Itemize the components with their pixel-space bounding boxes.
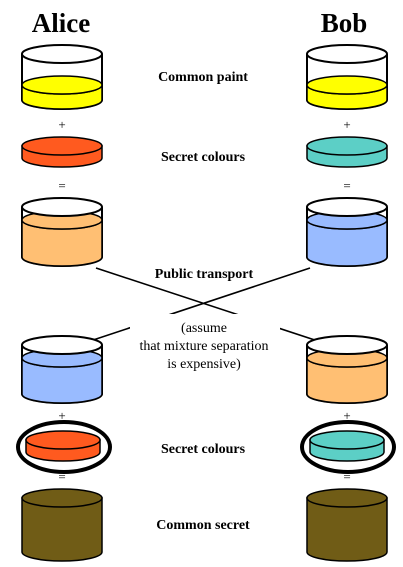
public-transport-label-background bbox=[148, 262, 260, 282]
alice-common-secret-cylinder bbox=[21, 488, 103, 562]
alice-title: Alice bbox=[32, 8, 90, 38]
note-line-2: that mixture separation bbox=[139, 339, 268, 354]
bob-equals-sign-bottom: = bbox=[343, 469, 350, 484]
alice-plus-sign-bottom: + bbox=[58, 408, 65, 423]
bob-secret-colour-disc bbox=[306, 136, 388, 168]
bob-received-mixture-beaker bbox=[306, 335, 388, 404]
bob-title: Bob bbox=[321, 8, 368, 38]
secret-colours-label-top: Secret colours bbox=[161, 150, 246, 165]
common-secret-label: Common secret bbox=[156, 518, 250, 533]
alice-plus-sign-top: + bbox=[58, 117, 65, 132]
alice-secret-colour-disc-circled bbox=[16, 420, 112, 474]
alice-equals-sign-bottom: = bbox=[58, 469, 65, 484]
alice-equals-sign: = bbox=[58, 178, 65, 193]
bob-secret-colour-disc-circled bbox=[300, 420, 396, 474]
alice-mixture-beaker bbox=[21, 197, 103, 267]
arrow-bob-to-alice bbox=[74, 267, 311, 347]
bob-plus-sign-top: + bbox=[343, 117, 350, 132]
bob-mixture-beaker bbox=[306, 197, 388, 267]
bob-common-paint-beaker bbox=[306, 44, 388, 110]
bob-equals-sign: = bbox=[343, 178, 350, 193]
arrow-alice-to-bob bbox=[95, 267, 334, 347]
bob-plus-sign-bottom: + bbox=[343, 408, 350, 423]
common-paint-label: Common paint bbox=[158, 70, 248, 85]
note-line-3: is expensive) bbox=[167, 357, 241, 372]
bob-secret-highlight-circle bbox=[300, 420, 396, 474]
bob-common-secret-cylinder bbox=[306, 488, 388, 562]
alice-received-mixture-beaker bbox=[21, 335, 103, 404]
note-background bbox=[130, 314, 280, 376]
alice-secret-colour-disc bbox=[21, 136, 103, 168]
public-transport-label: Public transport bbox=[155, 267, 254, 282]
note-line-1: (assume bbox=[181, 321, 227, 336]
alice-secret-highlight-circle bbox=[16, 420, 112, 474]
alice-common-paint-beaker bbox=[21, 44, 103, 110]
secret-colours-label-bottom: Secret colours bbox=[161, 442, 246, 457]
